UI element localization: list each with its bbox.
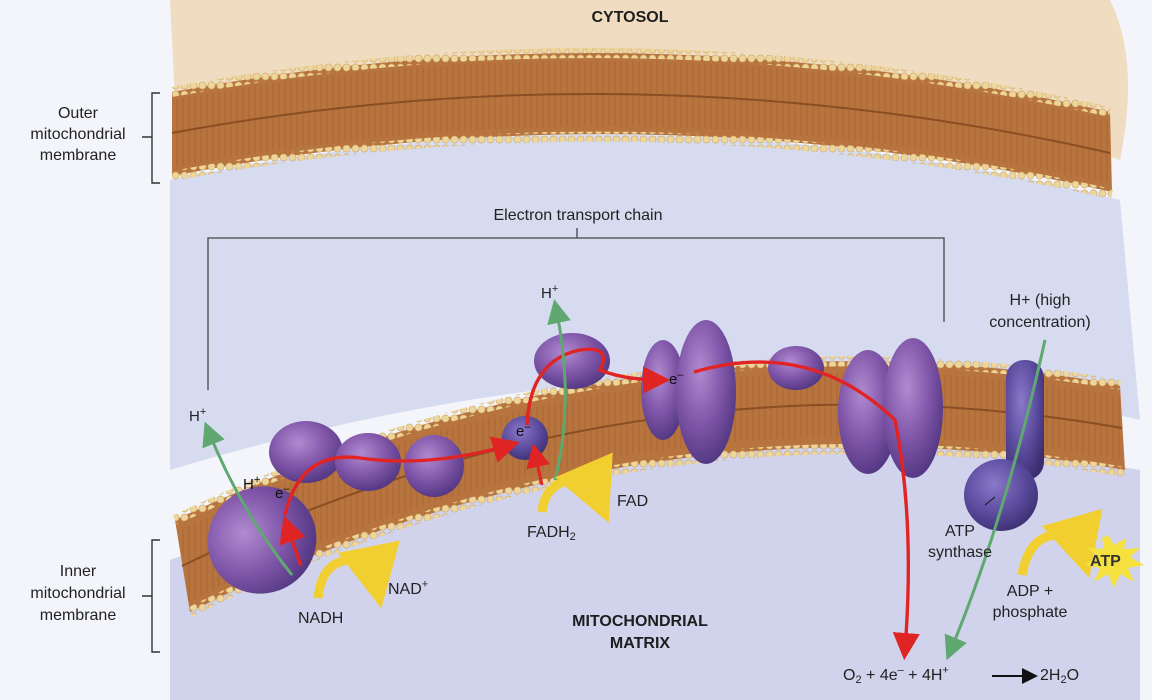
- fad-label: FAD: [617, 493, 649, 510]
- fadh2-label: FADH2: [527, 524, 576, 543]
- complex-i: [207, 421, 464, 594]
- atp-label: ATP: [1090, 553, 1121, 570]
- fadh2-to-fad-arrow: [537, 452, 613, 523]
- outer-membrane-bracket: [142, 92, 160, 184]
- etc-bracket: [207, 228, 945, 390]
- cytochrome-c: [768, 346, 824, 390]
- proton-label-1: H+: [189, 406, 207, 426]
- electron-label-3: e–: [669, 369, 684, 389]
- inner-membrane-bracket: [142, 539, 160, 653]
- outer-membrane-label-line-3: membrane: [39, 147, 117, 164]
- proton-high-label-line-1: H+ (high: [1009, 292, 1071, 309]
- etc-label: Electron transport chain: [493, 207, 663, 224]
- nadh-label: NADH: [298, 610, 344, 627]
- proton-label-3: H+: [243, 474, 261, 494]
- equation-reactants: O2 + 4e– + 4H+: [843, 664, 949, 686]
- adp-to-atp-arrow: [1017, 508, 1103, 578]
- proton-pump-arrow-1: [202, 421, 294, 576]
- proton-high-label-line-2: concentration): [989, 314, 1091, 331]
- atp-synthase-label-line-2: synthase: [927, 544, 993, 561]
- cytosol-label: CYTOSOL: [591, 9, 669, 26]
- atp-synthase-label-line-1: ATP: [945, 523, 975, 540]
- atp-burst: [1084, 535, 1144, 588]
- equation-product: 2H2O: [1040, 667, 1080, 686]
- inner-membrane-label-line-1: Inner: [59, 563, 97, 580]
- outer-membrane-label-line-1: Outer: [57, 105, 98, 122]
- adp-label-line-1: ADP +: [1006, 583, 1054, 600]
- electron-to-complex-iii-arrow: [525, 347, 671, 426]
- adp-label-line-2: phosphate: [992, 604, 1068, 621]
- outer-membrane: [171, 47, 1114, 199]
- cytosol-region: [170, 0, 1128, 160]
- electron-path-arrow: [283, 436, 520, 516]
- electron-from-nadh-arrow: [279, 515, 306, 567]
- intermembrane-space: [170, 134, 1140, 470]
- matrix-label-line-2: MATRIX: [609, 635, 671, 652]
- proton-label-2: H+: [541, 283, 559, 303]
- outer-membrane-label-line-2: mitochondrial: [30, 126, 126, 143]
- electron-label-1: e–: [275, 483, 290, 503]
- nadh-to-nad-arrow: [313, 540, 400, 609]
- proton-return-arrow: [944, 339, 1047, 661]
- electron-to-oxygen-arrow: [693, 360, 920, 661]
- electron-from-fadh2-arrow: [526, 443, 550, 486]
- inner-membrane-label-line-3: membrane: [39, 607, 117, 624]
- inner-membrane-label-line-2: mitochondrial: [30, 585, 126, 602]
- nad-plus-label: NAD+: [388, 578, 429, 598]
- electron-label-2: e–: [516, 421, 531, 441]
- matrix-label-line-1: MITOCHONDRIAL: [572, 613, 708, 630]
- complex-iii: [534, 320, 736, 464]
